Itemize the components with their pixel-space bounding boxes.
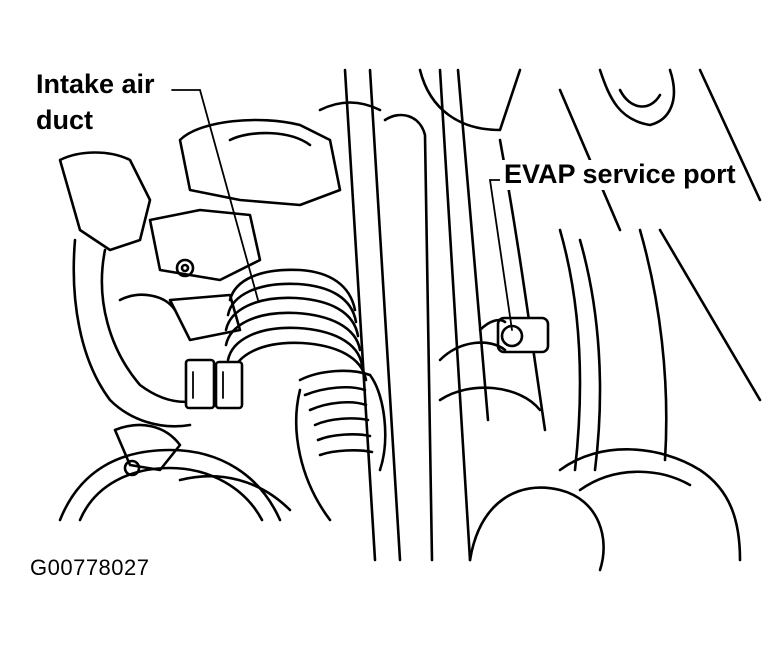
intake-leader-diagonal	[199, 89, 259, 301]
background-structures	[58, 101, 382, 522]
figure-id: G00778027	[30, 555, 150, 580]
intake-air-duct-label: Intake air	[36, 69, 155, 100]
vertical-tubes	[343, 68, 762, 562]
evap-service-port	[438, 316, 550, 362]
duct-clamps	[184, 358, 244, 410]
evap-leader-diagonal	[489, 179, 513, 331]
leader-lines	[171, 89, 513, 331]
evap-service-port-label: EVAP service port	[500, 159, 740, 190]
intake-air-duct-label-line2: duct	[36, 105, 93, 136]
lower-components	[438, 386, 742, 572]
upper-hoses	[418, 68, 762, 232]
